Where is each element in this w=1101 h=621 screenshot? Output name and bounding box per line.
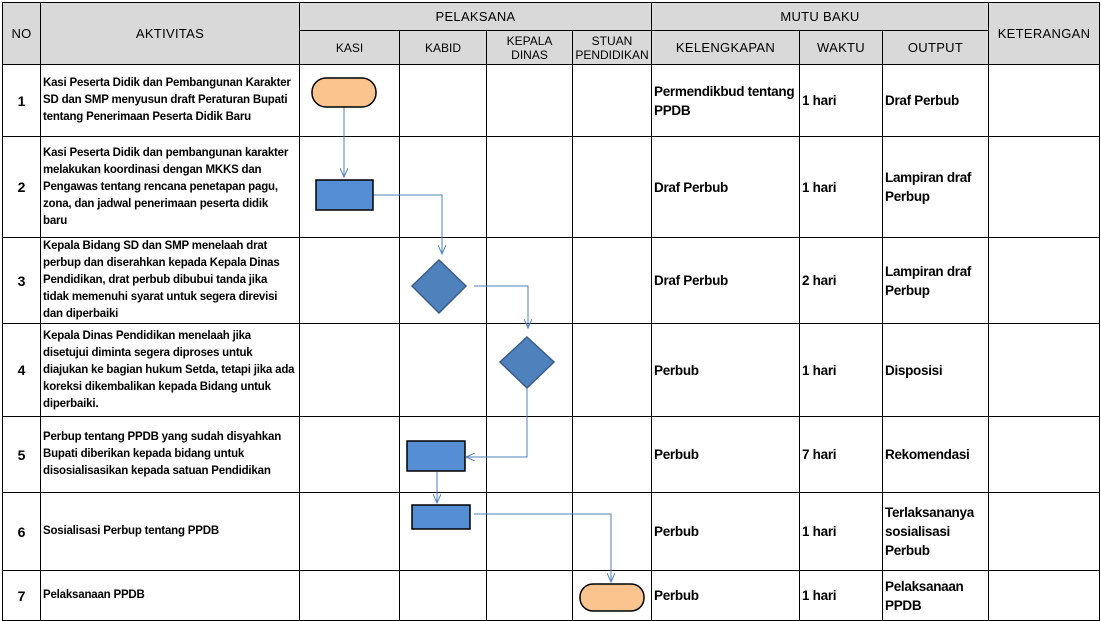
- lane-kepala-dinas-cell: [486, 64, 573, 137]
- row-waktu: 7 hari: [799, 416, 883, 493]
- lane-kabid-cell: [399, 492, 487, 571]
- row-keterangan: [988, 416, 1100, 493]
- row-aktivitas: Pelaksanaan PPDB: [40, 570, 300, 621]
- lane-kabid-cell: [399, 570, 487, 621]
- row-waktu: 2 hari: [799, 237, 883, 324]
- table-row: 6 Sosialisasi Perbup tentang PPDB Perbub…: [2, 492, 1100, 571]
- table-row: 5 Perbup tentang PPDB yang sudah disyahk…: [2, 416, 1100, 493]
- header-row-sub: KASI KABID KEPALA DINAS STUAN PENDIDIKAN…: [3, 30, 1100, 65]
- row-kelengkapan: Permendikbud tentang PPDB: [651, 64, 800, 137]
- row-kelengkapan: Perbub: [651, 416, 800, 493]
- lane-kepala-dinas-cell: [486, 323, 573, 417]
- lane-kepala-dinas-cell: [486, 237, 573, 324]
- lane-kasi-cell: [299, 492, 400, 571]
- row-number: 6: [2, 492, 41, 571]
- lane-kasi-cell: [299, 570, 400, 621]
- lane-kabid-cell: [399, 237, 487, 324]
- lane-kabid-cell: [399, 323, 487, 417]
- row-number: 5: [2, 416, 41, 493]
- row-waktu: 1 hari: [799, 570, 883, 621]
- lane-kepala-dinas-cell: [486, 492, 573, 571]
- row-waktu: 1 hari: [799, 492, 883, 571]
- row-output: Draf Perbub: [882, 64, 989, 137]
- row-number: 1: [2, 64, 41, 137]
- row-number: 4: [2, 323, 41, 417]
- row-kelengkapan: Draf Perbub: [651, 237, 800, 324]
- row-waktu: 1 hari: [799, 323, 883, 417]
- header-kasi: KASI: [299, 30, 400, 65]
- row-kelengkapan: Perbub: [651, 492, 800, 571]
- table-row: 2 Kasi Peserta Didik dan pembangunan kar…: [2, 136, 1100, 238]
- header-keterangan: KETERANGAN: [988, 2, 1100, 65]
- lane-kepala-dinas-cell: [486, 136, 573, 238]
- row-keterangan: [988, 64, 1100, 137]
- lane-kabid-cell: [399, 136, 487, 238]
- lane-satuan-pendidikan-cell: [572, 323, 652, 417]
- row-kelengkapan: Perbub: [651, 570, 800, 621]
- header-kelengkapan: KELENGKAPAN: [651, 30, 800, 65]
- row-output: Rekomendasi: [882, 416, 989, 493]
- row-waktu: 1 hari: [799, 136, 883, 238]
- lane-kepala-dinas-cell: [486, 416, 573, 493]
- table-row: 7 Pelaksanaan PPDB Perbub 1 hari Pelaksa…: [2, 570, 1100, 621]
- row-keterangan: [988, 136, 1100, 238]
- row-keterangan: [988, 570, 1100, 621]
- table-row: 4 Kepala Dinas Pendidikan menelaah jika …: [2, 323, 1100, 417]
- row-aktivitas: Sosialisasi Perbup tentang PPDB: [40, 492, 300, 571]
- lane-kasi-cell: [299, 64, 400, 137]
- lane-kabid-cell: [399, 64, 487, 137]
- header-no: NO: [2, 2, 41, 65]
- row-keterangan: [988, 237, 1100, 324]
- lane-satuan-pendidikan-cell: [572, 136, 652, 238]
- table-row: 1 Kasi Peserta Didik dan Pembangunan Kar…: [2, 64, 1100, 137]
- header-output: OUTPUT: [882, 30, 989, 65]
- row-number: 3: [2, 237, 41, 324]
- header-aktivitas: AKTIVITAS: [40, 2, 300, 65]
- lane-kasi-cell: [299, 323, 400, 417]
- lane-kepala-dinas-cell: [486, 570, 573, 621]
- row-aktivitas: Kasi Peserta Didik dan pembangunan karak…: [40, 136, 300, 238]
- lane-satuan-pendidikan-cell: [572, 64, 652, 137]
- lane-satuan-pendidikan-cell: [572, 237, 652, 324]
- header-row-top: NO AKTIVITAS PELAKSANA MUTU BAKU KETERAN…: [2, 2, 1100, 65]
- row-number: 7: [2, 570, 41, 621]
- table-row: 3 Kepala Bidang SD dan SMP menelaah drat…: [2, 237, 1100, 324]
- row-aktivitas: Kasi Peserta Didik dan Pembangunan Karak…: [40, 64, 300, 137]
- row-waktu: 1 hari: [799, 64, 883, 137]
- row-number: 2: [2, 136, 41, 238]
- row-aktivitas: Kepala Bidang SD dan SMP menelaah drat p…: [40, 237, 300, 324]
- row-aktivitas: Kepala Dinas Pendidikan menelaah jika di…: [40, 323, 300, 417]
- lane-satuan-pendidikan-cell: [572, 570, 652, 621]
- header-mutu-baku: MUTU BAKU: [651, 2, 989, 31]
- lane-kabid-cell: [399, 416, 487, 493]
- lane-kasi-cell: [299, 237, 400, 324]
- row-output: Disposisi: [882, 323, 989, 417]
- lane-satuan-pendidikan-cell: [572, 416, 652, 493]
- header-kepala-dinas: KEPALA DINAS: [486, 30, 573, 65]
- row-keterangan: [988, 492, 1100, 571]
- row-output: Lampiran draf Perbup: [882, 136, 989, 238]
- header-satuan-pendidikan: STUAN PENDIDIKAN: [572, 30, 652, 65]
- header-pelaksana: PELAKSANA: [299, 2, 652, 31]
- lane-kasi-cell: [299, 416, 400, 493]
- row-aktivitas: Perbup tentang PPDB yang sudah disyahkan…: [40, 416, 300, 493]
- row-kelengkapan: Draf Perbub: [651, 136, 800, 238]
- header-waktu: WAKTU: [799, 30, 883, 65]
- row-output: Pelaksanaan PPDB: [882, 570, 989, 621]
- row-keterangan: [988, 323, 1100, 417]
- header-kabid: KABID: [399, 30, 487, 65]
- row-output: Terlaksananya sosialisasi Perbub: [882, 492, 989, 571]
- row-output: Lampiran draf Perbup: [882, 237, 989, 324]
- row-kelengkapan: Perbub: [651, 323, 800, 417]
- lane-kasi-cell: [299, 136, 400, 238]
- lane-satuan-pendidikan-cell: [572, 492, 652, 571]
